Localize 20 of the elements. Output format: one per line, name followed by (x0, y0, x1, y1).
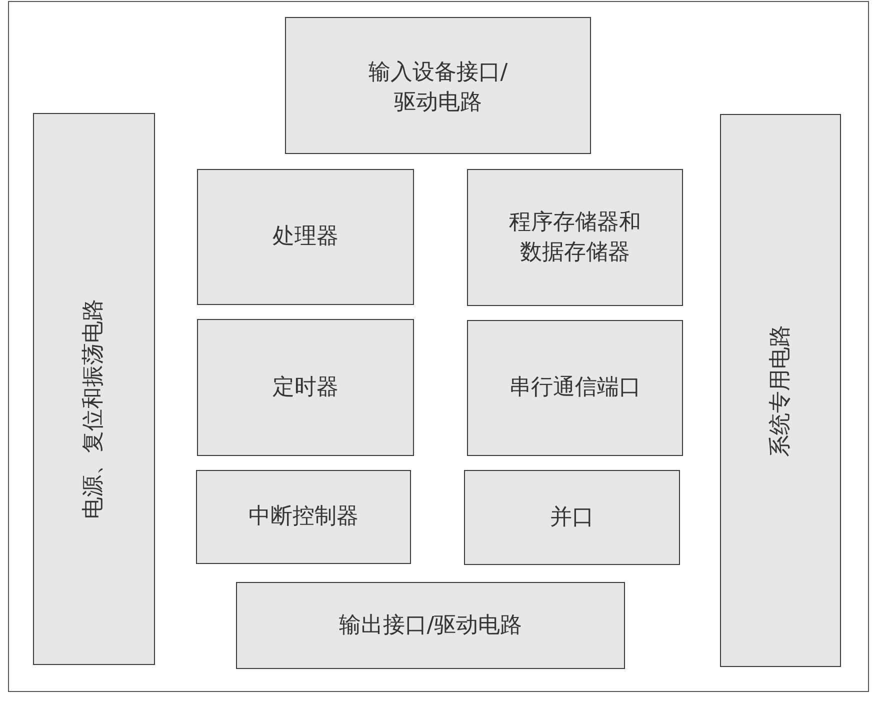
block-label: 输入设备接口/驱动电路 (367, 58, 509, 116)
block-label: 中断控制器 (248, 503, 358, 531)
block-box (464, 470, 680, 565)
block-label: 并口 (550, 504, 594, 532)
block-label: 程序存储器和数据存储器 (508, 208, 642, 266)
block-box (33, 113, 155, 665)
block-box (467, 169, 683, 306)
block-box (720, 114, 841, 667)
block-label: 输出接口/驱动电路 (338, 612, 522, 640)
block-label: 定时器 (272, 374, 338, 402)
block-label: 处理器 (272, 223, 338, 251)
block-label: 串行通信端口 (509, 374, 641, 402)
block-box (197, 169, 414, 305)
block-box (467, 320, 683, 456)
block-box (197, 319, 414, 456)
block-box (196, 470, 411, 564)
block-label: 电源、复位和振荡电路 (80, 299, 107, 519)
block-label: 系统专用电路 (766, 324, 794, 456)
block-box (236, 582, 625, 669)
block-box (285, 17, 591, 154)
